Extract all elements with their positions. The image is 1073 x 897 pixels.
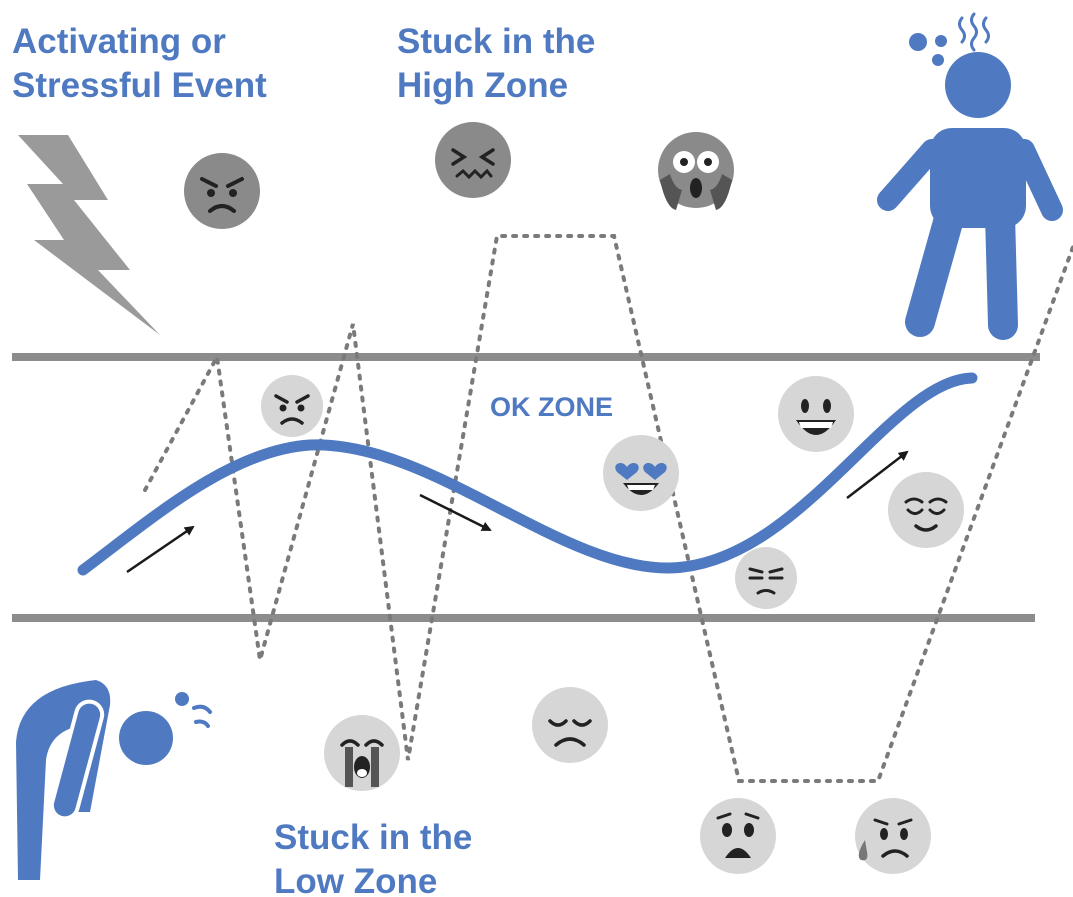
exhausted-person-icon <box>16 680 212 880</box>
screaming-face-icon <box>658 132 734 210</box>
annoyed-face-icon <box>261 375 323 437</box>
angry-face-icon <box>184 153 260 229</box>
confounded-face-icon <box>435 122 511 198</box>
lightning-bolt-icon <box>18 135 160 335</box>
crying-face-icon <box>324 715 400 791</box>
ok-zone-label-text: OK ZONE <box>490 392 614 422</box>
anguished-face-icon <box>700 798 776 874</box>
low-zone-label-line1: Stuck in the <box>274 818 473 857</box>
dysregulated-dotted-path <box>143 234 1073 783</box>
unamused-face-icon <box>735 547 797 609</box>
activating-label-line1: Activating or <box>12 22 226 61</box>
high-zone-label-line1: Stuck in the <box>397 22 596 61</box>
heart-eyes-face-icon <box>603 435 679 511</box>
activating-event-label: Activating or Stressful Event <box>12 20 267 108</box>
regulated-blue-curve <box>77 372 978 576</box>
grinning-face-icon <box>778 376 854 452</box>
stressed-person-icon <box>877 12 1063 340</box>
activating-label-line2: Stressful Event <box>12 66 267 105</box>
arrow-icon <box>419 493 492 532</box>
relieved-face-icon <box>888 472 964 548</box>
arrow-icon <box>126 525 195 574</box>
sad-face-icon <box>532 687 608 763</box>
high-zone-label: Stuck in the High Zone <box>397 20 595 108</box>
sad-sweat-face-icon <box>855 798 931 874</box>
ok-zone-label: OK ZONE <box>490 390 613 424</box>
low-zone-label: Stuck in the Low Zone <box>274 816 472 897</box>
high-zone-label-line2: High Zone <box>397 66 569 105</box>
low-zone-label-line2: Low Zone <box>274 862 438 897</box>
arrow-icon <box>846 450 909 499</box>
